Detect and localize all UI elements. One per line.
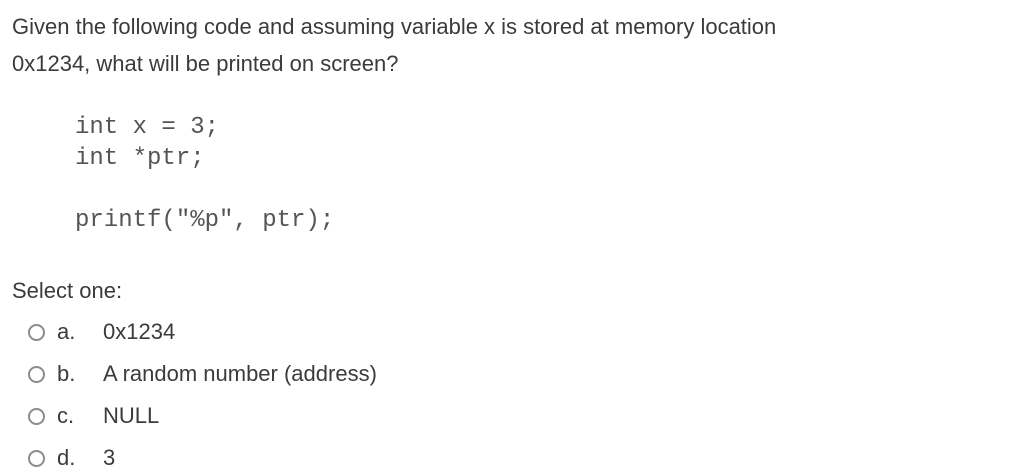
- question-line-2: 0x1234, what will be printed on screen?: [12, 51, 399, 76]
- radio-button-b[interactable]: [28, 365, 45, 383]
- question-line-1: Given the following code and assuming va…: [12, 14, 777, 39]
- radio-button-d[interactable]: [28, 449, 45, 467]
- option-row-a[interactable]: a. 0x1234: [12, 311, 1020, 353]
- option-row-d[interactable]: d. 3: [12, 437, 1020, 476]
- code-block: int x = 3; int *ptr; printf("%p", ptr);: [75, 114, 335, 234]
- option-row-c[interactable]: c. NULL: [12, 395, 1020, 437]
- option-text-b: A random number (address): [103, 361, 377, 386]
- radio-button-a[interactable]: [28, 323, 45, 341]
- option-letter-d: d.: [57, 445, 76, 470]
- option-letter-b: b.: [57, 361, 76, 386]
- option-text-d: 3: [103, 445, 116, 470]
- answer-options: a. 0x1234 b. A random number (address) c…: [12, 311, 1020, 476]
- option-row-b[interactable]: b. A random number (address): [12, 353, 1020, 395]
- option-text-a: 0x1234: [103, 319, 176, 344]
- option-letter-a: a.: [57, 319, 76, 344]
- option-letter-c: c.: [57, 403, 75, 428]
- radio-button-c[interactable]: [28, 407, 45, 425]
- question-text: Given the following code and assuming va…: [12, 8, 1020, 82]
- select-one-label: Select one:: [12, 278, 123, 303]
- option-text-c: NULL: [103, 403, 160, 428]
